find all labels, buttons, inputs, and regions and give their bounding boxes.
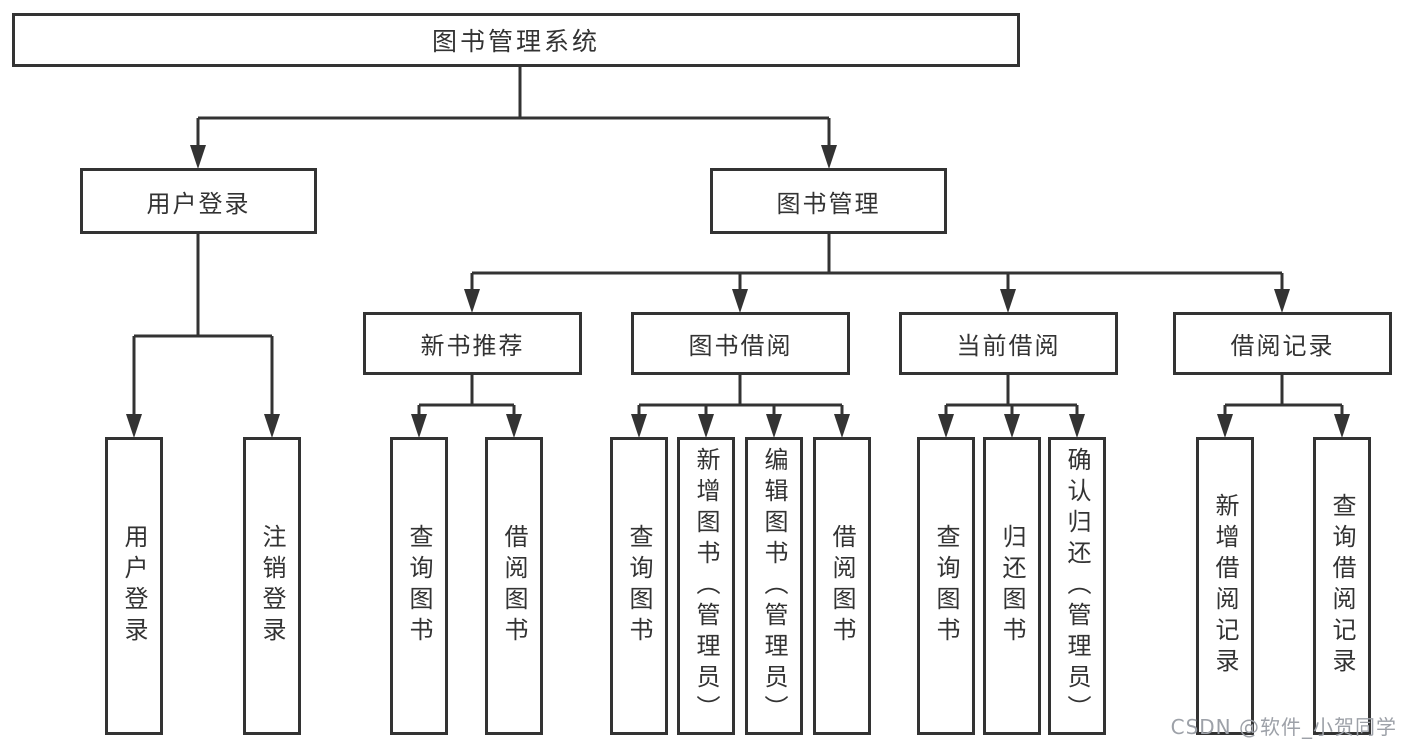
arrowhead — [126, 414, 142, 438]
node-book-management-system: 图书管理系统 — [12, 13, 1020, 67]
arrowhead — [264, 414, 280, 438]
leaf-query-books-1: 查询图书 — [390, 437, 448, 735]
arrowhead — [1274, 289, 1290, 313]
arrowhead — [1004, 414, 1020, 438]
arrowhead — [1334, 414, 1350, 438]
arrowhead — [1000, 289, 1016, 313]
leaf-borrow-books-1: 借阅图书 — [485, 437, 543, 735]
node-book-borrowing: 图书借阅 — [631, 312, 850, 375]
node-current-borrowing: 当前借阅 — [899, 312, 1118, 375]
watermark-text: CSDN @软件_小贺同学 — [1170, 715, 1397, 739]
leaf-user-login: 用户登录 — [105, 437, 163, 735]
leaf-add-book-admin: 新增图书（管理员） — [677, 437, 735, 735]
arrowhead — [938, 414, 954, 438]
leaf-confirm-return-admin: 确认归还（管理员） — [1048, 437, 1106, 735]
arrowhead — [1069, 414, 1085, 438]
node-user-login: 用户登录 — [80, 168, 317, 234]
leaf-return-book: 归还图书 — [983, 437, 1041, 735]
leaf-logout-login: 注销登录 — [243, 437, 301, 735]
leaf-query-borrow-record: 查询借阅记录 — [1313, 437, 1371, 735]
tree-edges — [132, 67, 1344, 415]
arrowhead — [411, 414, 427, 438]
arrowhead — [821, 145, 837, 169]
arrowhead — [464, 289, 480, 313]
arrowhead — [190, 145, 206, 169]
leaf-query-books-2: 查询图书 — [610, 437, 668, 735]
arrowhead — [1217, 414, 1233, 438]
arrowhead — [732, 289, 748, 313]
node-book-management: 图书管理 — [710, 168, 947, 234]
leaf-query-books-3: 查询图书 — [917, 437, 975, 735]
leaf-borrow-books-2: 借阅图书 — [813, 437, 871, 735]
arrowhead — [631, 414, 647, 438]
arrowhead — [766, 414, 782, 438]
arrowhead — [506, 414, 522, 438]
arrowhead — [834, 414, 850, 438]
node-new-book-recommendation: 新书推荐 — [363, 312, 582, 375]
leaf-add-borrow-record: 新增借阅记录 — [1196, 437, 1254, 735]
node-borrowing-records: 借阅记录 — [1173, 312, 1392, 375]
leaf-edit-book-admin: 编辑图书（管理员） — [745, 437, 803, 735]
arrowhead — [698, 414, 714, 438]
